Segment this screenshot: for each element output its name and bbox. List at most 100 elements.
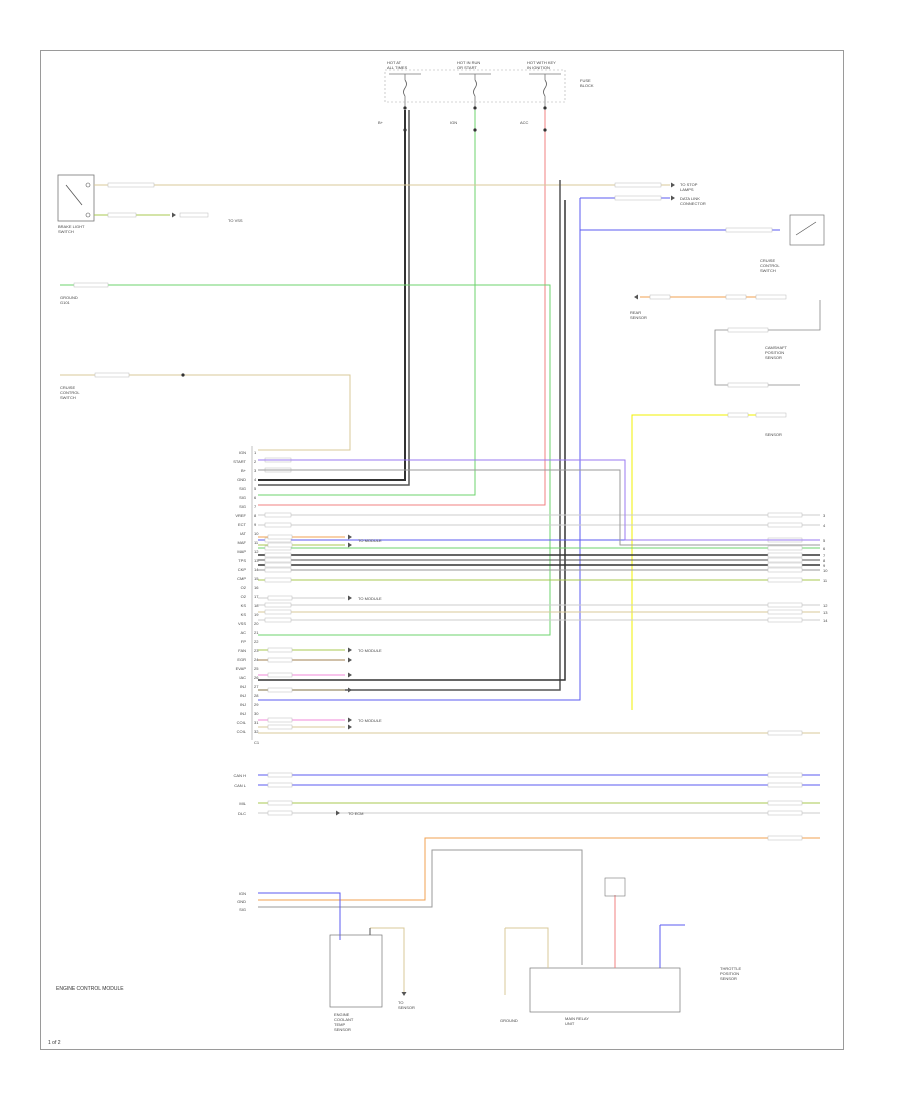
pin-label: KS (240, 602, 246, 608)
wire-color-tag (614, 182, 662, 188)
wire-color-tag (767, 512, 803, 518)
arrow-icon (348, 657, 352, 663)
wire-color-tag (725, 294, 747, 300)
pin-label: MAP (237, 548, 246, 554)
lower-pin-label: CAN H (233, 772, 246, 778)
wire-color-tag (727, 382, 769, 388)
pin-number: 31 (254, 719, 259, 725)
arrow-icon (172, 212, 176, 218)
fuse-label-hot-with-key: HOT WITH KEY IN IGNITION (527, 60, 556, 70)
pin-label: INJ (240, 710, 246, 716)
arrow-icon (348, 687, 352, 693)
wire-color-tag (767, 772, 803, 778)
stop-lamp-label: TO STOP LAMPS (680, 182, 698, 192)
wire-end-id: 11 (823, 577, 828, 583)
wire-color-tag (767, 810, 803, 816)
pin-label: IGN (238, 449, 246, 455)
pin-label: FP (240, 638, 246, 644)
bottom-mid-sensor-label: TO SENSOR (398, 1000, 415, 1010)
wire-color-tag (767, 545, 803, 551)
pin-number: 13 (254, 557, 259, 563)
sensor-loop (714, 300, 821, 386)
wire-color-tag (267, 782, 293, 788)
wire-color-tag (767, 552, 803, 558)
wire-color-tag (727, 327, 769, 333)
switch-lever (795, 221, 817, 236)
wire-red-feed (258, 110, 546, 506)
bottom-left-sensor-body (329, 934, 383, 1008)
wire-color-tag (767, 609, 803, 615)
wire-tan-relay (505, 927, 549, 968)
left-switch-label: CRUISE CONTROL SWITCH (60, 385, 80, 400)
pin-label: INJ (240, 701, 246, 707)
wire-color-tag (727, 412, 749, 418)
wire-color-tag (267, 595, 293, 601)
wire-yellow-main (631, 414, 780, 710)
wire-end-id: 10 (823, 567, 828, 573)
wire-color-tag (767, 782, 803, 788)
wire-violet-dogleg (258, 459, 820, 541)
pin-number: 15 (254, 575, 259, 581)
wire-color-tag (264, 609, 292, 615)
module-ref-label: TO MODULE (358, 538, 382, 543)
pin-label: VREF (235, 512, 246, 518)
diagram-frame (40, 50, 844, 1050)
bottom-pin-label: GND (237, 899, 246, 904)
fuse-splice-dot (543, 106, 547, 110)
brake-switch-body (57, 174, 95, 222)
wire-color-tag (267, 542, 293, 548)
pin-label: TPS (238, 557, 246, 563)
wire-color-tag (767, 800, 803, 806)
lower-pin-label: CAN L (234, 782, 246, 788)
diag-connector-label: DATA LINK CONNECTOR (680, 196, 706, 206)
fuse-label-hot-in-run: HOT IN RUN OR START (457, 60, 481, 70)
wire-color-tag (264, 552, 292, 558)
ground-bottom-label: GROUND (500, 1018, 518, 1023)
module-ref-label: TO MODULE (358, 648, 382, 653)
bottom-pin-label: IGN (238, 891, 246, 896)
relay-unit-label: MAIN RELAY UNIT (565, 1016, 589, 1026)
pin-number: 6 (254, 494, 257, 500)
fuse-icon (403, 79, 407, 97)
pin-label: SIG (239, 494, 246, 500)
pin-label: COIL (236, 728, 246, 734)
wire-color-tag (725, 227, 773, 233)
pin-label: START (233, 458, 246, 464)
pin-label: IAT (240, 530, 246, 536)
bottom-left-sensor-label: ENGINE COOLANT TEMP SENSOR (334, 1012, 354, 1032)
fuse-icon (543, 79, 547, 97)
arrow-icon (348, 717, 352, 723)
pin-number: 8 (254, 512, 257, 518)
connector-id: C1 (254, 740, 260, 745)
lower-pin-label: DLC (237, 810, 246, 816)
wire-end-id: 7 (823, 552, 826, 558)
switch-contact (85, 212, 91, 218)
wire-color-tag (755, 412, 787, 418)
pin-label: ECT (238, 521, 246, 527)
wire-blue-lower (258, 892, 341, 940)
ecm-ref-label: TO ECM (348, 811, 364, 816)
pin-label: GND (237, 476, 246, 482)
pin-label: CMP (237, 575, 246, 581)
wire-color-tag (264, 512, 292, 518)
pin-label: AC (240, 629, 246, 635)
wire-color-tag (267, 672, 293, 678)
wire-color-tag (264, 602, 292, 608)
lower-pin-label: MIL (239, 800, 246, 806)
pin-label: SIG (239, 485, 246, 491)
wire-color-tag (267, 772, 293, 778)
wire-color-tag (94, 372, 130, 378)
wire-color-tag (267, 657, 293, 663)
wire-end-id: 6 (823, 545, 826, 551)
pin-number: 4 (254, 476, 257, 482)
arrow-icon (401, 992, 407, 996)
wire-end-id: 13 (823, 609, 828, 615)
footer-caption: ENGINE CONTROL MODULE (56, 986, 124, 992)
pin-number: 17 (254, 593, 259, 599)
wire-color-tag (73, 282, 109, 288)
fuse-label-fuse-block: FUSE BLOCK (580, 78, 594, 88)
pin-label: EVAP (235, 665, 246, 671)
wire-color-tag (267, 724, 293, 730)
pin-number: 29 (254, 701, 259, 707)
